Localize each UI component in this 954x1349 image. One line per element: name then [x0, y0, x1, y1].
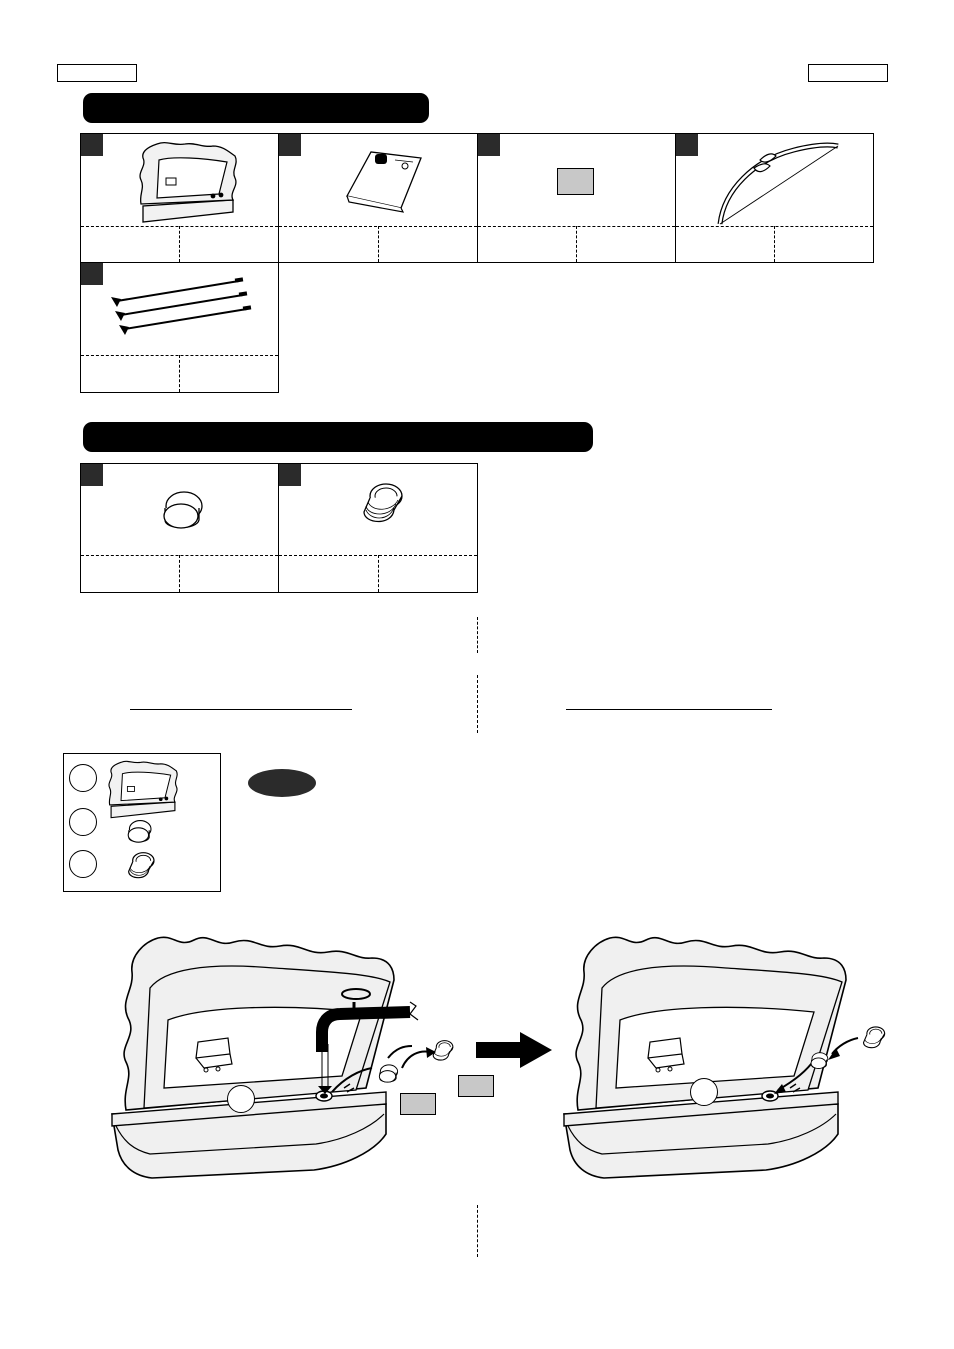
- section1-banner: [83, 93, 429, 123]
- part-letter-badge: [279, 134, 301, 156]
- target-frame-icon: [108, 760, 178, 819]
- column-divider: [477, 675, 478, 733]
- part-cell-cap: [278, 463, 478, 593]
- header-left-tag: [57, 64, 137, 82]
- part-cell-booklet: [278, 133, 478, 263]
- part-cell-plug: [80, 463, 279, 593]
- parts-list-number: [69, 764, 97, 792]
- part-letter-badge: [279, 464, 301, 486]
- part-letter-badge: [81, 464, 103, 486]
- suction-arrows-icon: [111, 277, 252, 335]
- target-complete-illustration: [563, 936, 859, 1179]
- cap-icon: [432, 1040, 454, 1061]
- parts-list-number: [69, 808, 97, 836]
- left-label-underline: [130, 709, 352, 710]
- plug-icon: [127, 820, 152, 843]
- part-cell-arrows: [80, 262, 279, 393]
- part-cell-tag: [477, 133, 676, 263]
- part-cell-bow: [675, 133, 874, 263]
- part-cell-vdivider: [378, 226, 379, 262]
- column-divider: [477, 1205, 478, 1257]
- part-cell-vdivider: [378, 555, 379, 592]
- part-cell-vdivider: [774, 226, 775, 262]
- curved-arrow-icon: [401, 1047, 436, 1069]
- plug-icon: [810, 1052, 829, 1069]
- column-divider: [477, 617, 478, 653]
- parts-list-box: [63, 753, 221, 892]
- target-frame-icon: [139, 141, 237, 223]
- part-cell-vdivider: [179, 226, 180, 262]
- left-tag-1: [400, 1093, 436, 1115]
- cap-icon: [363, 483, 403, 523]
- cap-icon: [128, 852, 155, 879]
- left-step-circle: [227, 1085, 255, 1113]
- right-step-circle: [690, 1078, 718, 1106]
- plug-icon: [378, 1064, 399, 1083]
- grey-square-icon: [557, 168, 594, 195]
- part-cell-vdivider: [179, 555, 180, 592]
- part-letter-badge: [478, 134, 500, 156]
- right-arrow-icon: [476, 1032, 552, 1068]
- step-oval-label: [248, 769, 316, 797]
- part-cell-vdivider: [576, 226, 577, 262]
- section2-banner: [83, 422, 593, 452]
- cap-icon: [862, 1026, 886, 1049]
- part-cell-target: [80, 133, 279, 263]
- bow-icon: [717, 142, 839, 225]
- header-right-tag: [808, 64, 888, 82]
- left-tag-2: [458, 1075, 494, 1097]
- parts-list-number: [69, 850, 97, 878]
- part-letter-badge: [81, 263, 103, 285]
- right-label-underline: [566, 709, 772, 710]
- part-letter-badge: [676, 134, 698, 156]
- booklet-icon: [346, 151, 422, 213]
- plug-icon: [163, 491, 203, 529]
- part-cell-vdivider: [179, 355, 180, 392]
- part-letter-badge: [81, 134, 103, 156]
